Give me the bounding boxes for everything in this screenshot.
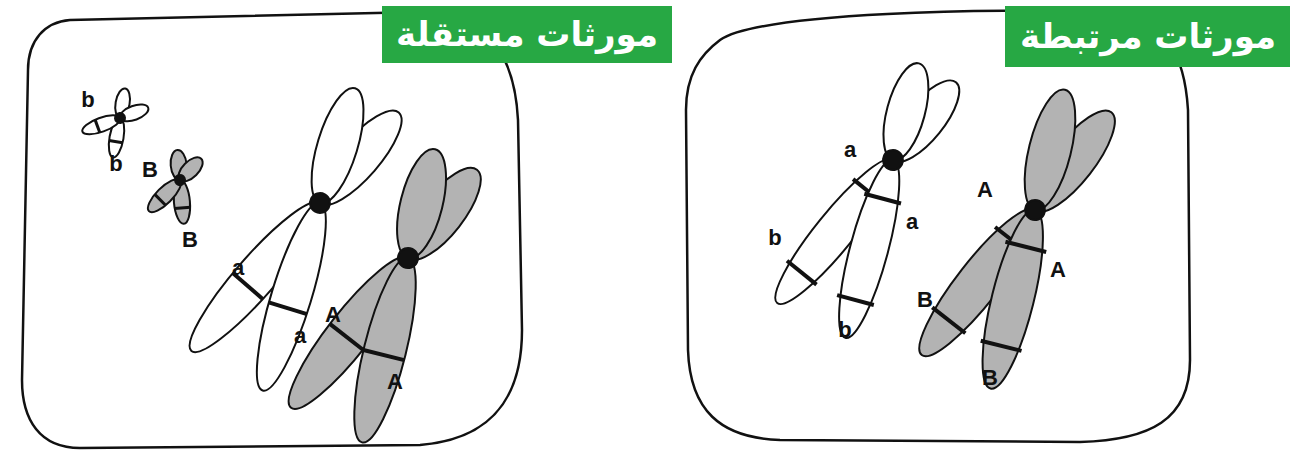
allele-label: A [325, 304, 341, 326]
allele-label: A [1050, 259, 1066, 281]
title-tag: مورثات مرتبطة [1005, 6, 1290, 67]
allele-label: A [387, 371, 403, 393]
allele-label: a [232, 257, 244, 279]
tag-text: مورثات مستقلة [396, 14, 658, 55]
allele-label: B [982, 367, 998, 389]
title-tag: مورثات مستقلة [382, 6, 672, 63]
tag-text: مورثات مرتبطة [1019, 16, 1276, 57]
cell-outline [686, 11, 1190, 442]
allele-label: B [182, 229, 198, 251]
allele-label: b [109, 153, 122, 175]
allele-label: a [844, 139, 856, 161]
allele-label: a [906, 211, 918, 233]
cell-outline [22, 12, 522, 448]
allele-label: b [768, 227, 781, 249]
chromosome [76, 79, 159, 164]
allele-label: b [838, 319, 851, 341]
allele-label: B [142, 159, 158, 181]
chromosome [901, 71, 1143, 401]
allele-label: B [917, 289, 933, 311]
allele-label: b [81, 89, 94, 111]
chromosome [271, 129, 512, 455]
allele-label: a [294, 325, 306, 347]
allele-label: A [977, 179, 993, 201]
chromosome [141, 142, 215, 229]
